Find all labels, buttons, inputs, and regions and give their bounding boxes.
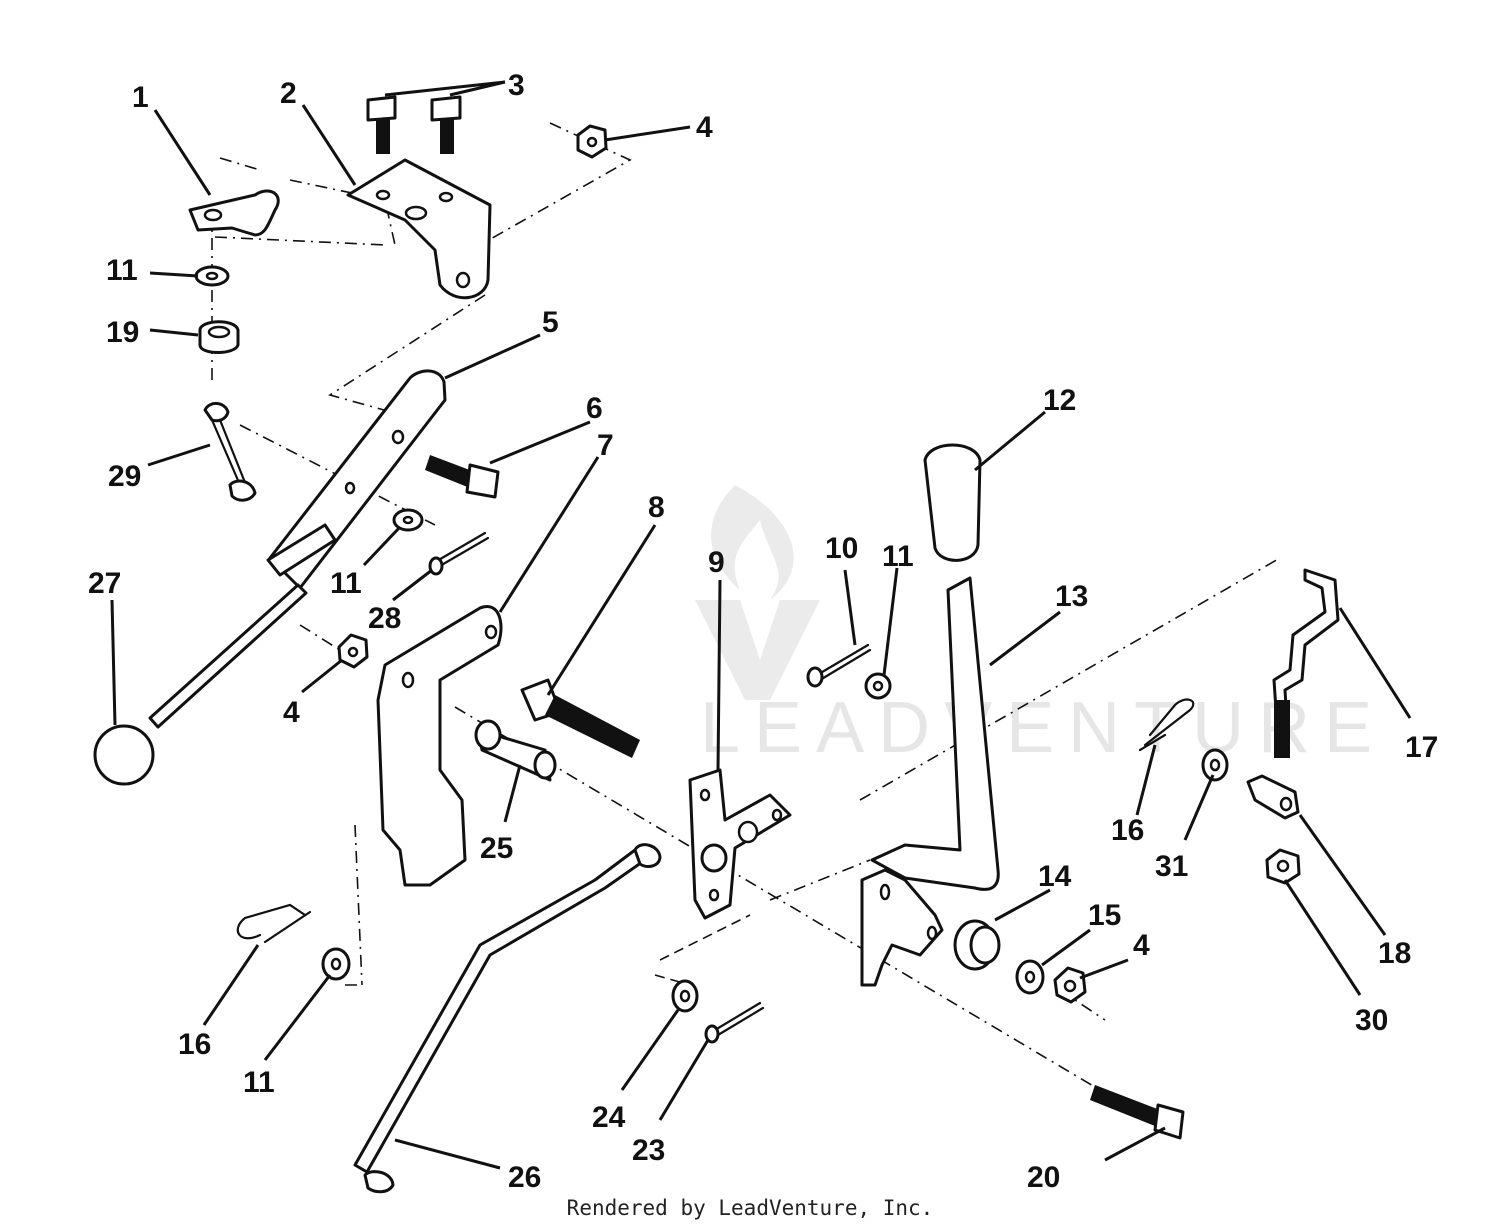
callout-20: 20 (1027, 1161, 1060, 1194)
callout-2: 2 (280, 77, 297, 110)
part-18-swivel (1246, 774, 1300, 820)
part-13-shift-lever (860, 576, 1000, 987)
part-2-bracket (346, 158, 492, 300)
callout-27: 27 (88, 567, 121, 600)
watermark-logo: LEADVENTURE (695, 485, 1386, 768)
callout-31: 31 (1155, 850, 1188, 883)
callout-12: 12 (1043, 384, 1076, 417)
part-19-nut (198, 320, 240, 354)
callout-29: 29 (108, 460, 141, 493)
part-11-washer-top (194, 265, 230, 287)
callout-24: 24 (592, 1101, 626, 1134)
part-31-washer (1201, 748, 1229, 782)
part-4-nut-top (576, 124, 608, 159)
part-7-plate-bracket (376, 605, 503, 887)
callout-4-right: 4 (1133, 929, 1150, 962)
callout-8: 8 (648, 491, 665, 524)
part-4-nut-right (1053, 966, 1087, 1004)
callout-16-right: 16 (1111, 814, 1144, 847)
callout-11-mid: 11 (330, 567, 362, 600)
callout-4-top: 4 (696, 111, 713, 144)
part-9-pivot-plate (688, 768, 792, 920)
part-11-washer-mid (392, 508, 424, 532)
part-12-grip (923, 443, 982, 562)
part-23-cotter-pin (704, 1001, 765, 1044)
part-4-nut-middle (337, 633, 369, 669)
part-11-washer-right (864, 672, 892, 700)
part-27-knob-rod (93, 583, 308, 786)
part-10-cotter-pin (806, 643, 872, 688)
callout-labels: 1 2 3 4 11 19 5 6 7 12 29 8 10 11 9 27 1… (88, 69, 1438, 1194)
callout-3: 3 (508, 69, 525, 102)
callout-15: 15 (1088, 899, 1121, 932)
callout-11-top: 11 (106, 254, 138, 287)
callout-25: 25 (480, 832, 513, 865)
callout-28: 28 (368, 602, 401, 635)
part-17-rod (1272, 568, 1340, 758)
part-11-washer-bottom (321, 947, 351, 981)
callout-4-mid: 4 (283, 696, 300, 729)
part-30-nut (1265, 848, 1301, 885)
callout-10: 10 (825, 532, 858, 565)
callout-16-left: 16 (178, 1028, 211, 1061)
callout-30: 30 (1355, 1004, 1388, 1037)
callout-7: 7 (597, 429, 614, 462)
part-16-hairpin-right (1138, 698, 1195, 752)
callout-19: 19 (106, 316, 139, 349)
callout-14: 14 (1038, 860, 1072, 893)
watermark-text: LEADVENTURE (700, 688, 1386, 768)
callout-5: 5 (542, 306, 559, 339)
callout-18: 18 (1378, 937, 1411, 970)
callout-26: 26 (508, 1161, 541, 1194)
leader-lines (110, 80, 1412, 1170)
callout-1: 1 (132, 81, 149, 114)
part-29-link (203, 402, 257, 502)
assembly-guide-lines (211, 122, 1281, 1091)
part-1-clip (188, 189, 280, 237)
callout-6: 6 (586, 392, 603, 425)
callout-9: 9 (708, 546, 725, 579)
part-5-lever-arm (266, 369, 447, 590)
part-24-washer (671, 979, 699, 1013)
part-20-bolt (1090, 1085, 1185, 1140)
part-14-bushing (953, 919, 1001, 971)
callout-11-right: 11 (882, 540, 914, 573)
part-3-bolts (366, 95, 462, 154)
part-6-bolt (425, 455, 500, 499)
part-25-spacer-tube (474, 719, 557, 782)
part-8-bolt (520, 678, 640, 758)
part-15-washer (1015, 959, 1045, 995)
part-28-cotter-pin (428, 531, 490, 576)
part-16-hairpin-left (236, 903, 312, 944)
credit-text: Rendered by LeadVenture, Inc. (566, 1196, 934, 1220)
callout-17: 17 (1405, 731, 1438, 764)
callout-13: 13 (1055, 580, 1088, 613)
callout-23: 23 (632, 1134, 665, 1167)
callout-11-bottom: 11 (243, 1066, 275, 1099)
part-26-link-rod (353, 843, 662, 1194)
